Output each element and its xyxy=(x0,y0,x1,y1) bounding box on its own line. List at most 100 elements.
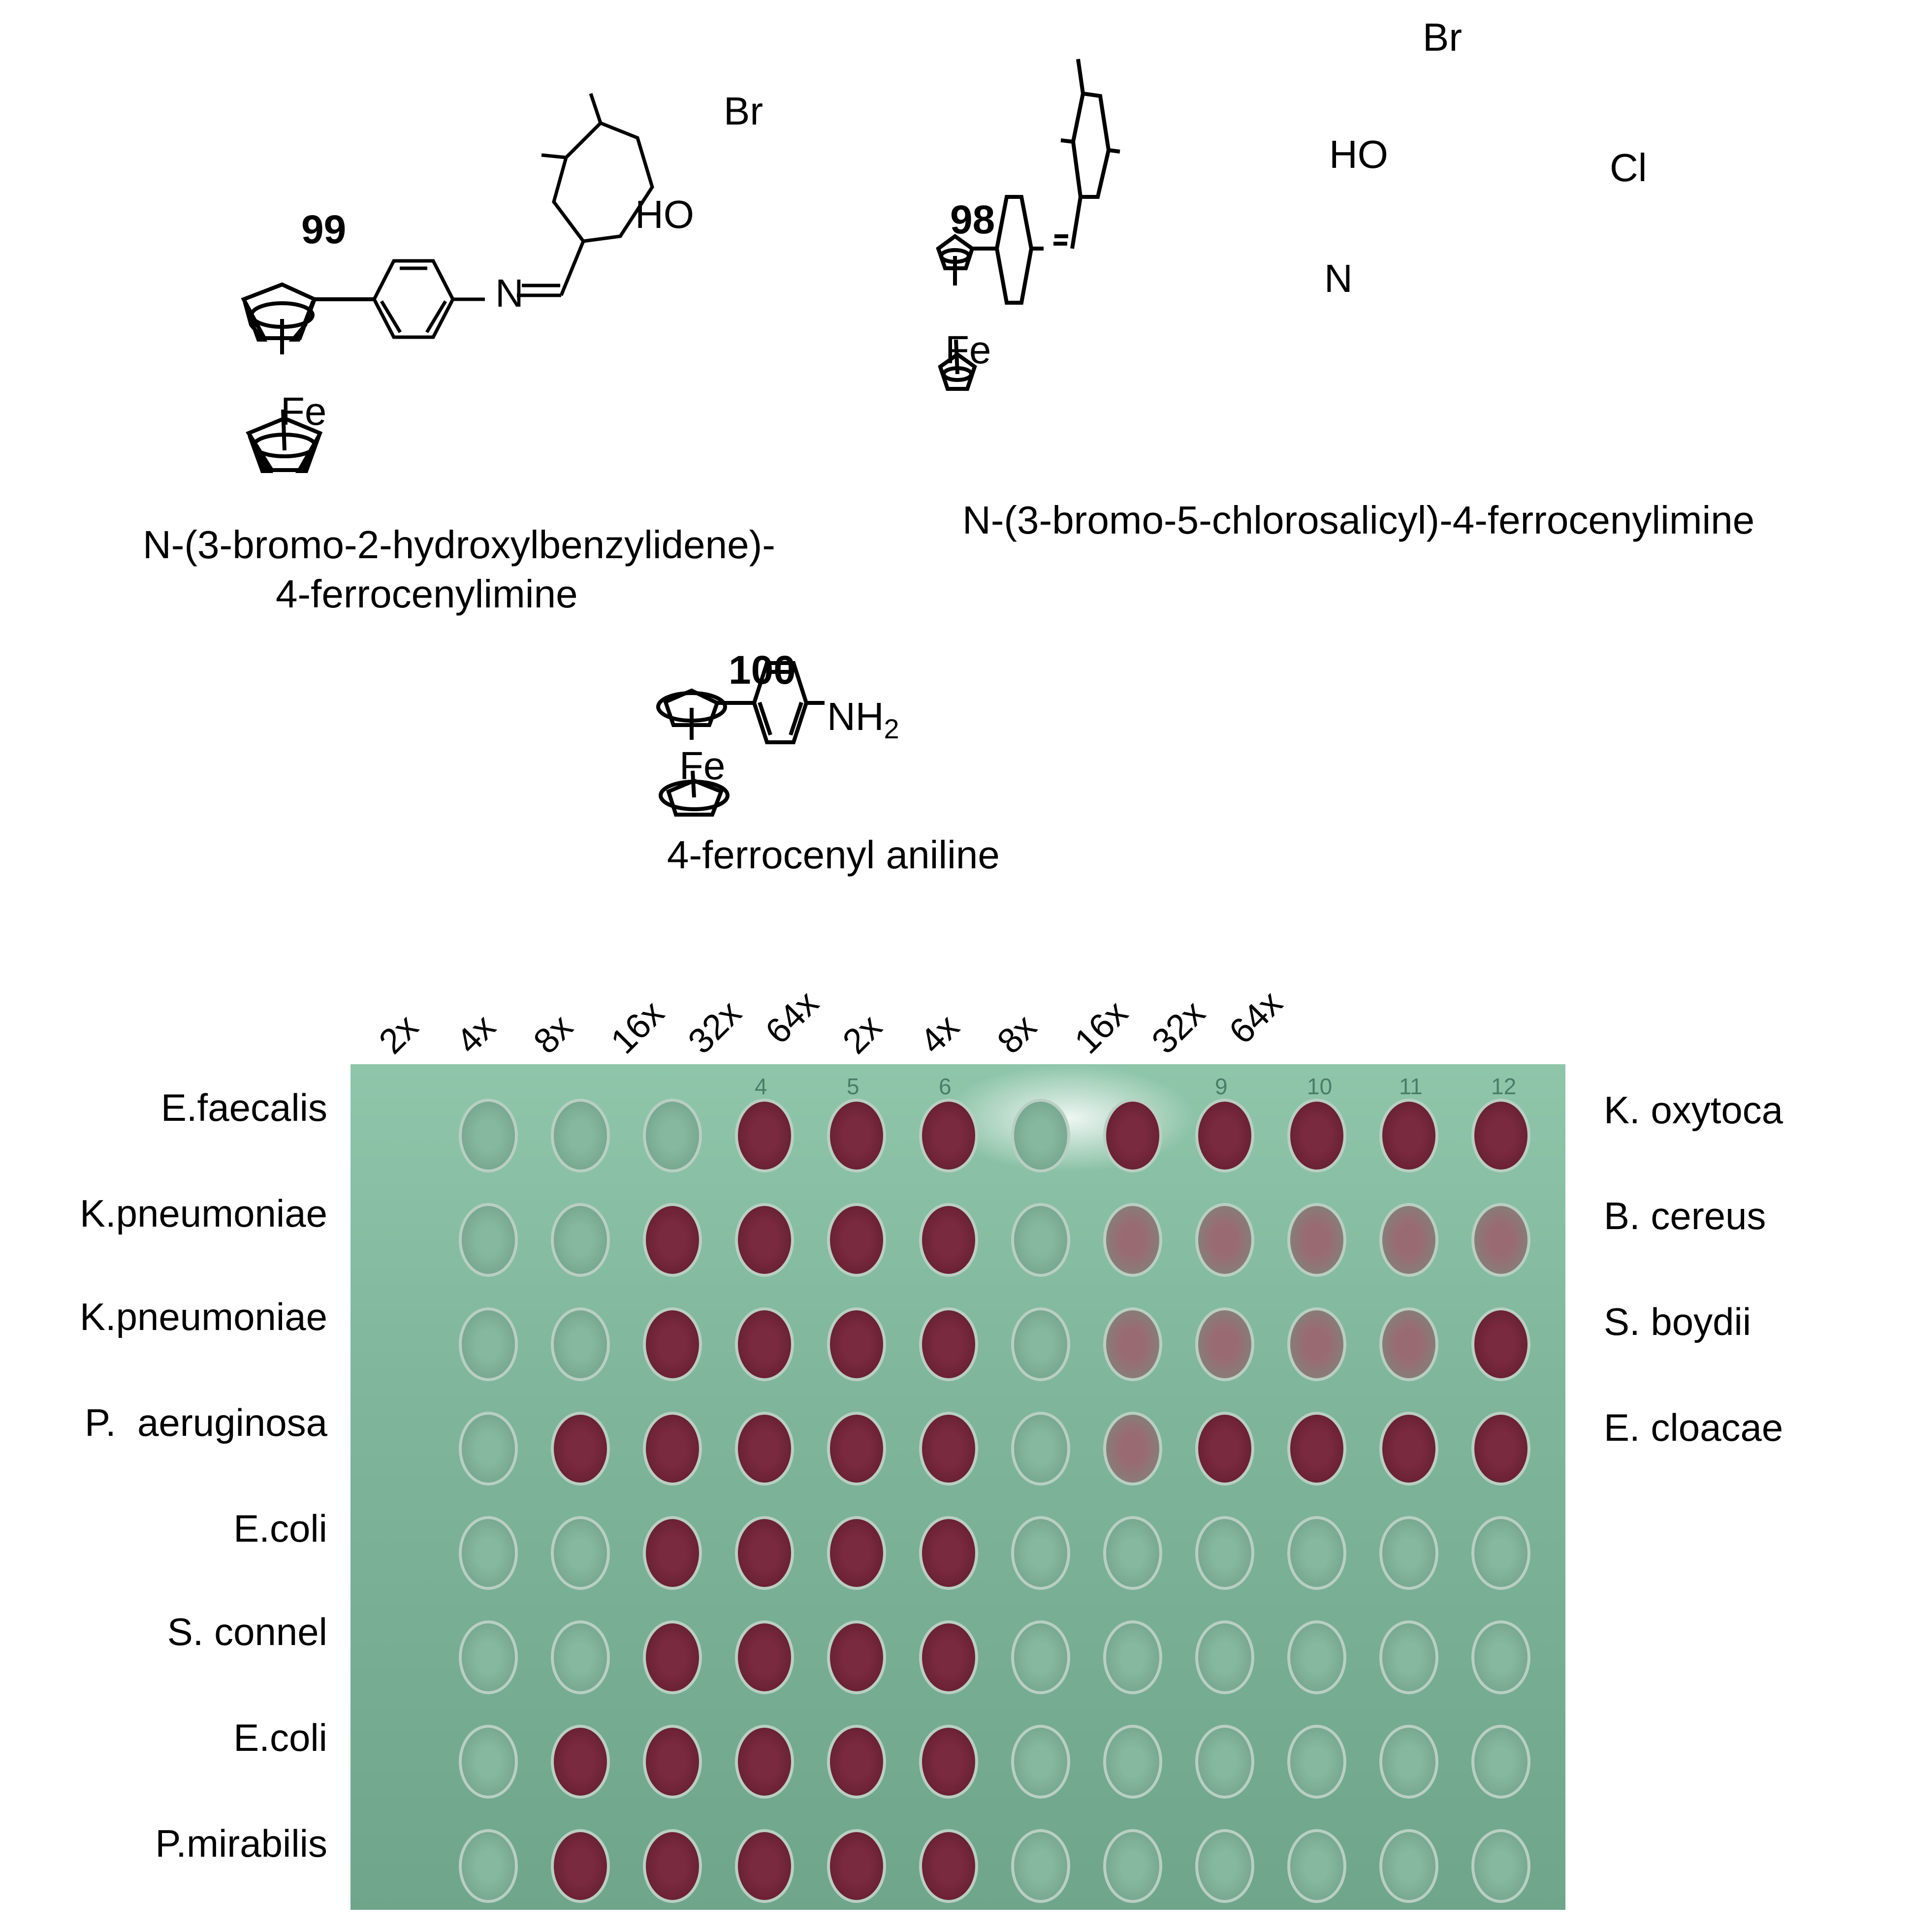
organism-label-right: S. boydii xyxy=(1604,1300,1751,1343)
organism-label-left: K.pneumoniae xyxy=(79,1192,327,1235)
well xyxy=(459,1725,518,1799)
well xyxy=(1379,1725,1438,1799)
plate-column-number: 4 xyxy=(755,1074,767,1099)
plate-column-number: 5 xyxy=(847,1074,859,1099)
well xyxy=(643,1620,702,1694)
well xyxy=(827,1829,886,1903)
well xyxy=(551,1412,610,1486)
compound-98-label: 98 xyxy=(950,197,995,242)
well xyxy=(551,1099,610,1172)
well xyxy=(1471,1307,1530,1381)
well xyxy=(1471,1412,1530,1486)
iron-atom: Fe xyxy=(281,389,327,433)
dilution-label: 64x xyxy=(1221,983,1290,1052)
compound-99-name-line1: N-(3-bromo-2-hydroxylbenzylidene)- xyxy=(143,523,775,567)
well xyxy=(1011,1203,1070,1277)
well xyxy=(643,1725,702,1799)
nitrogen-atom: N xyxy=(495,271,524,315)
well xyxy=(735,1620,794,1694)
bromine-atom: Br xyxy=(1423,15,1462,59)
well xyxy=(459,1203,518,1277)
dilution-label: 32x xyxy=(1144,993,1213,1062)
dilution-label: 4x xyxy=(912,1007,967,1062)
well xyxy=(827,1620,886,1694)
well xyxy=(735,1412,794,1486)
well xyxy=(459,1829,518,1903)
well xyxy=(643,1099,702,1172)
compound-99-structure xyxy=(241,93,654,473)
plate-column-number: 10 xyxy=(1307,1074,1333,1099)
compound-100-structure xyxy=(656,661,825,817)
well xyxy=(551,1620,610,1694)
well xyxy=(1103,1516,1162,1590)
well xyxy=(459,1307,518,1381)
iron-atom: Fe xyxy=(679,744,726,788)
well xyxy=(919,1203,978,1277)
well xyxy=(1471,1620,1530,1694)
well xyxy=(1471,1099,1530,1172)
well xyxy=(1287,1203,1346,1277)
well xyxy=(1287,1725,1346,1799)
organism-label-left: E.coli xyxy=(233,1507,327,1550)
well xyxy=(459,1099,518,1172)
organism-label-left: K.pneumoniae xyxy=(79,1295,327,1338)
well xyxy=(1195,1203,1254,1277)
well xyxy=(919,1412,978,1486)
dilution-label: 32x xyxy=(680,993,749,1062)
organism-label-right: E. cloacae xyxy=(1604,1406,1783,1449)
well xyxy=(735,1099,794,1172)
well xyxy=(551,1203,610,1277)
dilution-label: 4x xyxy=(448,1007,504,1062)
dilution-label: 16x xyxy=(1067,993,1136,1062)
well xyxy=(1471,1516,1530,1590)
amine-nh: NH xyxy=(827,695,884,738)
dilution-label: 2x xyxy=(371,1007,426,1062)
well xyxy=(1287,1099,1346,1172)
well xyxy=(735,1203,794,1277)
compound-99-label: 99 xyxy=(301,207,347,252)
organism-label-left: E.faecalis xyxy=(160,1086,327,1129)
organism-label-left: E.coli xyxy=(233,1716,327,1759)
plate-column-number: 9 xyxy=(1215,1074,1228,1099)
organism-label-left: P.mirabilis xyxy=(155,1822,327,1865)
plate-column-number: 12 xyxy=(1491,1074,1517,1099)
well xyxy=(1011,1412,1070,1486)
well xyxy=(1011,1307,1070,1381)
well xyxy=(551,1829,610,1903)
well xyxy=(643,1203,702,1277)
well xyxy=(1103,1620,1162,1694)
cyclopentadienyl-ring-bottom xyxy=(246,409,323,473)
organism-label-left: P. aeruginosa xyxy=(85,1401,327,1444)
well xyxy=(827,1307,886,1381)
well xyxy=(1471,1725,1530,1799)
well xyxy=(827,1412,886,1486)
phenyl-ring xyxy=(372,93,654,339)
well xyxy=(1103,1203,1162,1277)
compound-98-structure xyxy=(936,59,1120,391)
bromine-atom: Br xyxy=(724,89,763,133)
well xyxy=(827,1725,886,1799)
plate-column-number: 11 xyxy=(1399,1074,1423,1099)
well xyxy=(919,1725,978,1799)
well xyxy=(1103,1099,1162,1172)
compound-99-name-line2: 4-ferrocenylimine xyxy=(276,572,578,616)
well xyxy=(1379,1203,1438,1277)
well xyxy=(919,1620,978,1694)
chlorine-atom: Cl xyxy=(1610,146,1647,190)
compound-98-name: N-(3-bromo-5-chlorosalicyl)-4-ferrocenyl… xyxy=(962,498,1755,542)
well xyxy=(1103,1412,1162,1486)
well xyxy=(1195,1099,1254,1172)
amine-group: NH2 xyxy=(827,694,899,745)
organism-label-right: B. cereus xyxy=(1604,1194,1766,1237)
well xyxy=(1471,1203,1530,1277)
hydroxyl-group: HO xyxy=(635,192,694,236)
well xyxy=(643,1516,702,1590)
well xyxy=(1287,1620,1346,1694)
well xyxy=(735,1307,794,1381)
well xyxy=(551,1725,610,1799)
well xyxy=(459,1516,518,1590)
well xyxy=(827,1203,886,1277)
well xyxy=(1011,1516,1070,1590)
well xyxy=(1195,1725,1254,1799)
